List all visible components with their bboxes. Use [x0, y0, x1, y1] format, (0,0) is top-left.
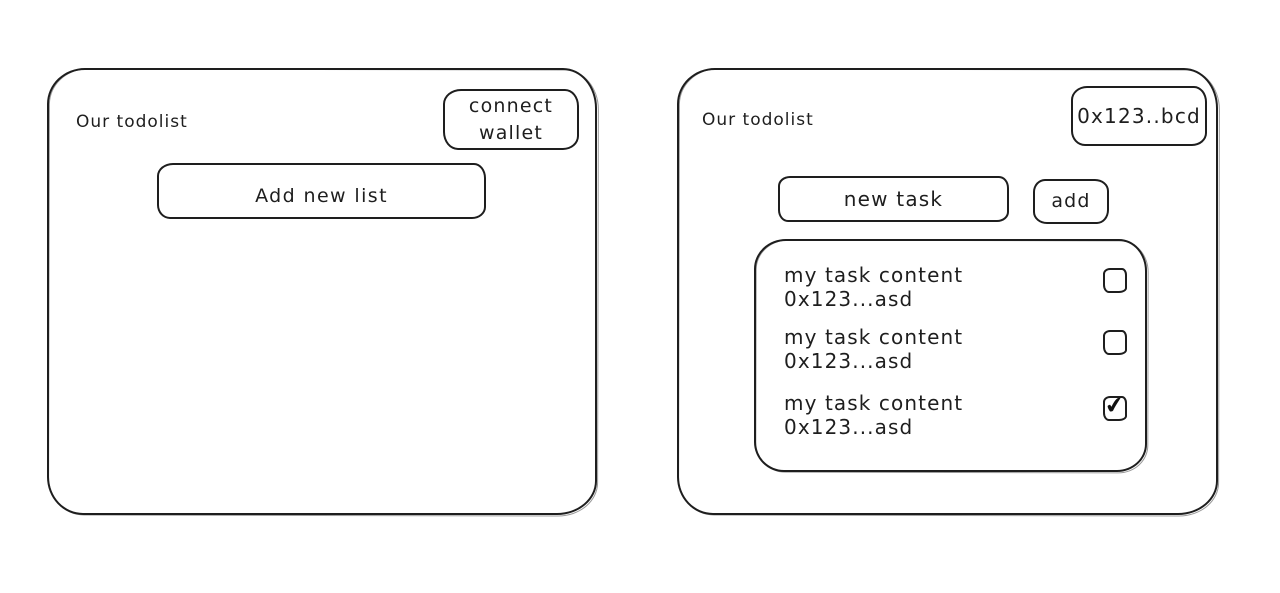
task-row: my task content 0x123...asd [784, 263, 1127, 311]
connect-wallet-button[interactable]: connect wallet [443, 89, 579, 150]
task-address: 0x123...asd [784, 415, 914, 439]
task-text: my task content 0x123...asd [784, 325, 963, 373]
task-content: my task content [784, 263, 964, 287]
todolist-frame-connected: Our todolist 0x123..bcd add my task cont… [677, 68, 1218, 515]
task-checkbox-unchecked[interactable] [1103, 268, 1127, 293]
app-title: Our todolist [702, 110, 814, 130]
task-content: my task content [784, 325, 964, 349]
task-row: my task content 0x123...asd ✔ [784, 391, 1127, 439]
task-checkbox-checked[interactable]: ✔ [1103, 391, 1127, 421]
add-task-button[interactable]: add [1033, 179, 1109, 224]
new-task-input[interactable] [778, 176, 1009, 222]
app-title: Our todolist [76, 112, 188, 132]
task-list: my task content 0x123...asd my task cont… [754, 239, 1147, 472]
connect-wallet-label-line1: connect [468, 94, 554, 117]
task-text: my task content 0x123...asd [784, 391, 963, 439]
task-text: my task content 0x123...asd [784, 263, 963, 311]
connect-wallet-label-line2: wallet [478, 121, 544, 144]
task-address: 0x123...asd [784, 287, 914, 311]
add-new-list-label: Add new list [255, 184, 388, 207]
todolist-frame-disconnected: Our todolist connect wallet Add new list [47, 68, 597, 515]
wallet-address-label: 0x123..bcd [1077, 103, 1201, 128]
check-icon: ✔ [1103, 391, 1127, 421]
add-new-list-input[interactable]: Add new list [157, 163, 486, 219]
add-task-label: add [1051, 190, 1091, 212]
wallet-address-button[interactable]: 0x123..bcd [1071, 86, 1207, 146]
task-checkbox-unchecked[interactable] [1103, 330, 1127, 355]
task-address: 0x123...asd [784, 349, 914, 373]
task-content: my task content [784, 391, 964, 415]
task-row: my task content 0x123...asd [784, 325, 1127, 373]
